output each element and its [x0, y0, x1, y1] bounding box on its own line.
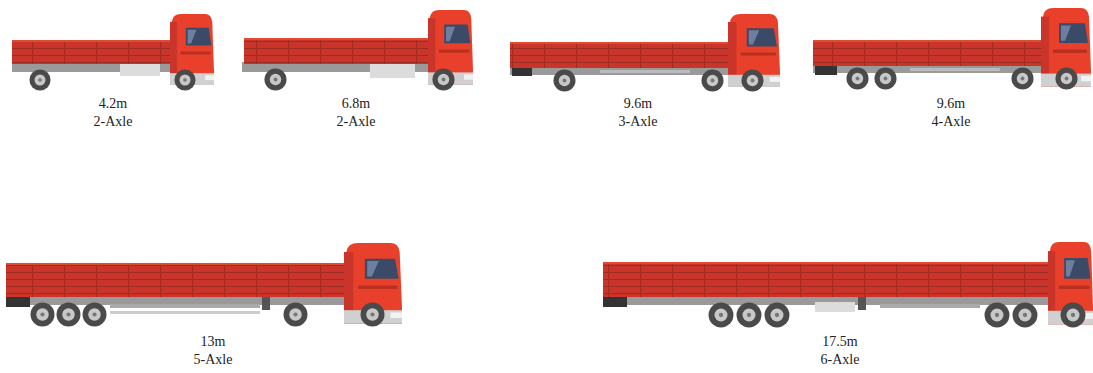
truck-6-8m	[242, 10, 473, 91]
truck-9-6m-3-axle	[510, 14, 780, 92]
axle-count: 2-Axle	[94, 114, 133, 130]
truck-9-6m-4-axle	[813, 8, 1091, 90]
truck-length: 4.2m	[99, 96, 127, 112]
axle-count: 4-Axle	[932, 114, 971, 130]
truck-length: 9.6m	[937, 96, 965, 112]
axle-count: 6-Axle	[821, 352, 860, 368]
truck-4-2m	[12, 14, 214, 91]
truck-13m	[6, 243, 402, 326]
axle-count: 2-Axle	[337, 114, 376, 130]
truck-17-5m	[603, 242, 1093, 327]
truck-length: 6.8m	[342, 96, 370, 112]
truck-length: 9.6m	[624, 96, 652, 112]
axle-count: 5-Axle	[194, 352, 233, 368]
truck-length: 13m	[201, 334, 226, 350]
truck-length: 17.5m	[822, 334, 857, 350]
axle-count: 3-Axle	[619, 114, 658, 130]
